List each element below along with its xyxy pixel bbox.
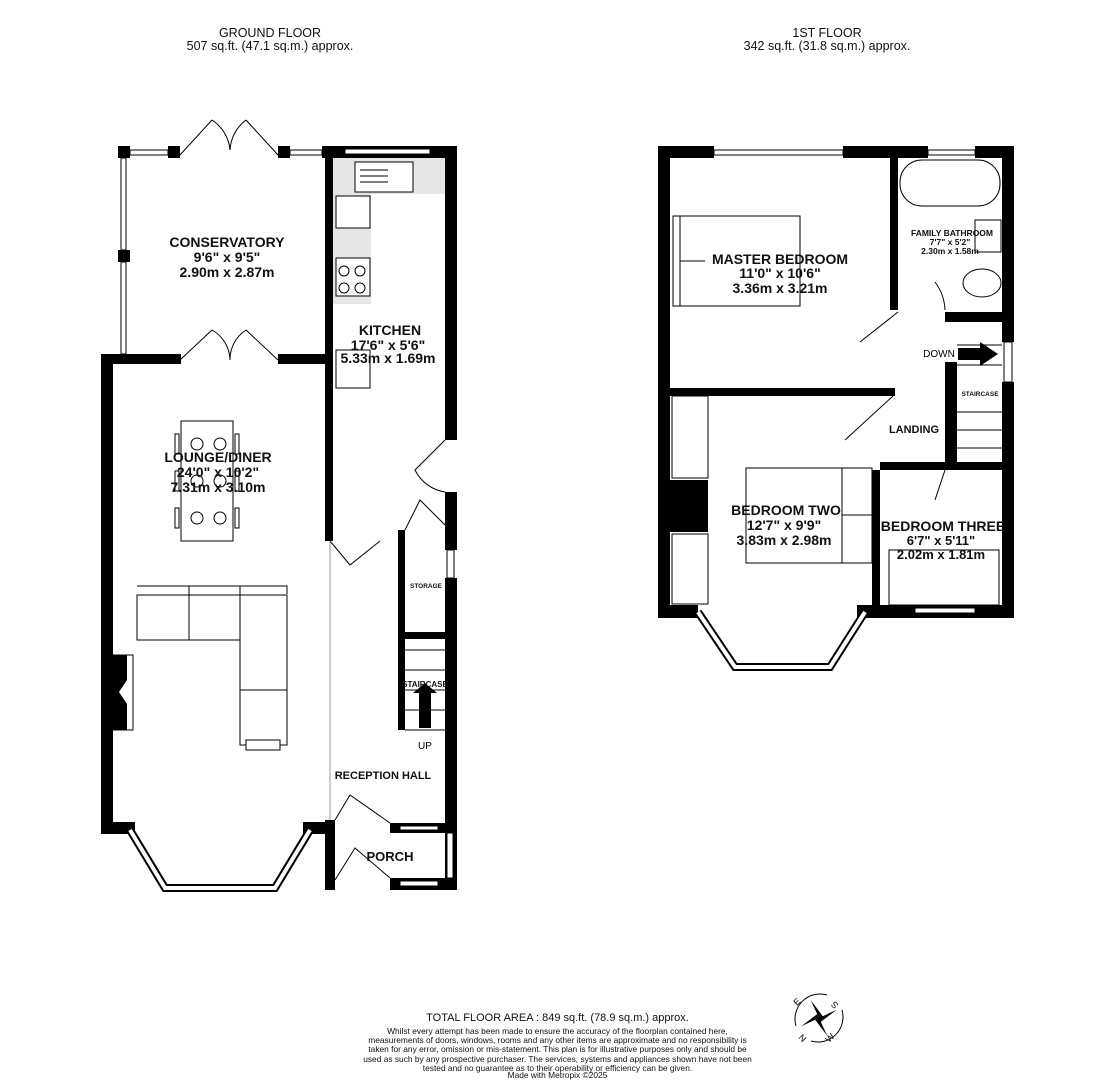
- down-label: DOWN: [923, 349, 955, 360]
- kitchen-imperial: 17'6" x 5'6": [351, 337, 425, 353]
- ground-floor-title: GROUND FLOOR: [218, 26, 322, 40]
- porch-label: PORCH: [367, 849, 414, 864]
- compass-n: N: [797, 1032, 809, 1044]
- ground-floor-header: GROUND FLOOR 507 sq.ft. (47.1 sq.m.) app…: [150, 27, 390, 53]
- staircase-label: STAIRCASE: [402, 680, 448, 689]
- bedroom-two-metric: 3.83m x 2.98m: [737, 532, 832, 548]
- staircase-label-first: STAIRCASE: [961, 391, 999, 398]
- kitchen-metric: 5.33m x 1.69m: [341, 350, 436, 366]
- first-floor-area: 342 sq.ft. (31.8 sq.m.) approx.: [743, 39, 911, 53]
- first-floor-title: 1ST FLOOR: [792, 26, 862, 40]
- lounge-metric: 7.31m x 3.10m: [171, 479, 266, 495]
- master-bedroom-metric: 3.36m x 3.21m: [733, 280, 828, 296]
- bedroom-two-label: BEDROOM TWO: [731, 502, 841, 518]
- conservatory-label: CONSERVATORY: [169, 234, 285, 250]
- landing-label: LANDING: [889, 424, 939, 436]
- ground-floor-area: 507 sq.ft. (47.1 sq.m.) approx.: [186, 39, 354, 53]
- bedroom-two-imperial: 12'7" x 9'9": [747, 517, 821, 533]
- credit: Made with Metropix ©2025: [507, 1070, 608, 1080]
- up-label: UP: [418, 741, 432, 752]
- bedroom-three-metric: 2.02m x 1.81m: [897, 547, 985, 562]
- lounge-imperial: 24'0" x 10'2": [177, 464, 259, 480]
- total-floor-area: TOTAL FLOOR AREA : 849 sq.ft. (78.9 sq.m…: [426, 1012, 689, 1024]
- compass-icon: N E S W: [791, 993, 844, 1044]
- bathroom-label: FAMILY BATHROOM: [911, 228, 993, 238]
- ground-floor-plan: [101, 119, 457, 892]
- compass-e: E: [791, 996, 802, 1007]
- storage-label: STORAGE: [410, 583, 443, 590]
- bathroom-imperial: 7'7" x 5'2": [930, 237, 970, 247]
- first-floor-header: 1ST FLOOR 342 sq.ft. (31.8 sq.m.) approx…: [707, 27, 947, 53]
- compass-s: S: [829, 999, 840, 1010]
- room-labels: CONSERVATORY 9'6" x 9'5" 2.90m x 2.87m K…: [164, 228, 1005, 864]
- disclaimer: Whilst every attempt has been made to en…: [363, 1026, 752, 1073]
- bathroom-metric: 2.30m x 1.58m: [921, 246, 979, 256]
- master-bedroom-imperial: 11'0" x 10'6": [739, 265, 820, 281]
- conservatory-metric: 2.90m x 2.87m: [180, 264, 275, 280]
- lounge-label: LOUNGE/DINER: [164, 449, 271, 465]
- master-bedroom-label: MASTER BEDROOM: [712, 251, 848, 267]
- bedroom-three-imperial: 6'7" x 5'11": [907, 533, 975, 548]
- conservatory-imperial: 9'6" x 9'5": [194, 249, 261, 265]
- kitchen-label: KITCHEN: [359, 322, 421, 338]
- first-floor-plan: [658, 146, 1014, 671]
- bedroom-three-label: BEDROOM THREE: [881, 518, 1005, 534]
- reception-hall-label: RECEPTION HALL: [335, 770, 432, 782]
